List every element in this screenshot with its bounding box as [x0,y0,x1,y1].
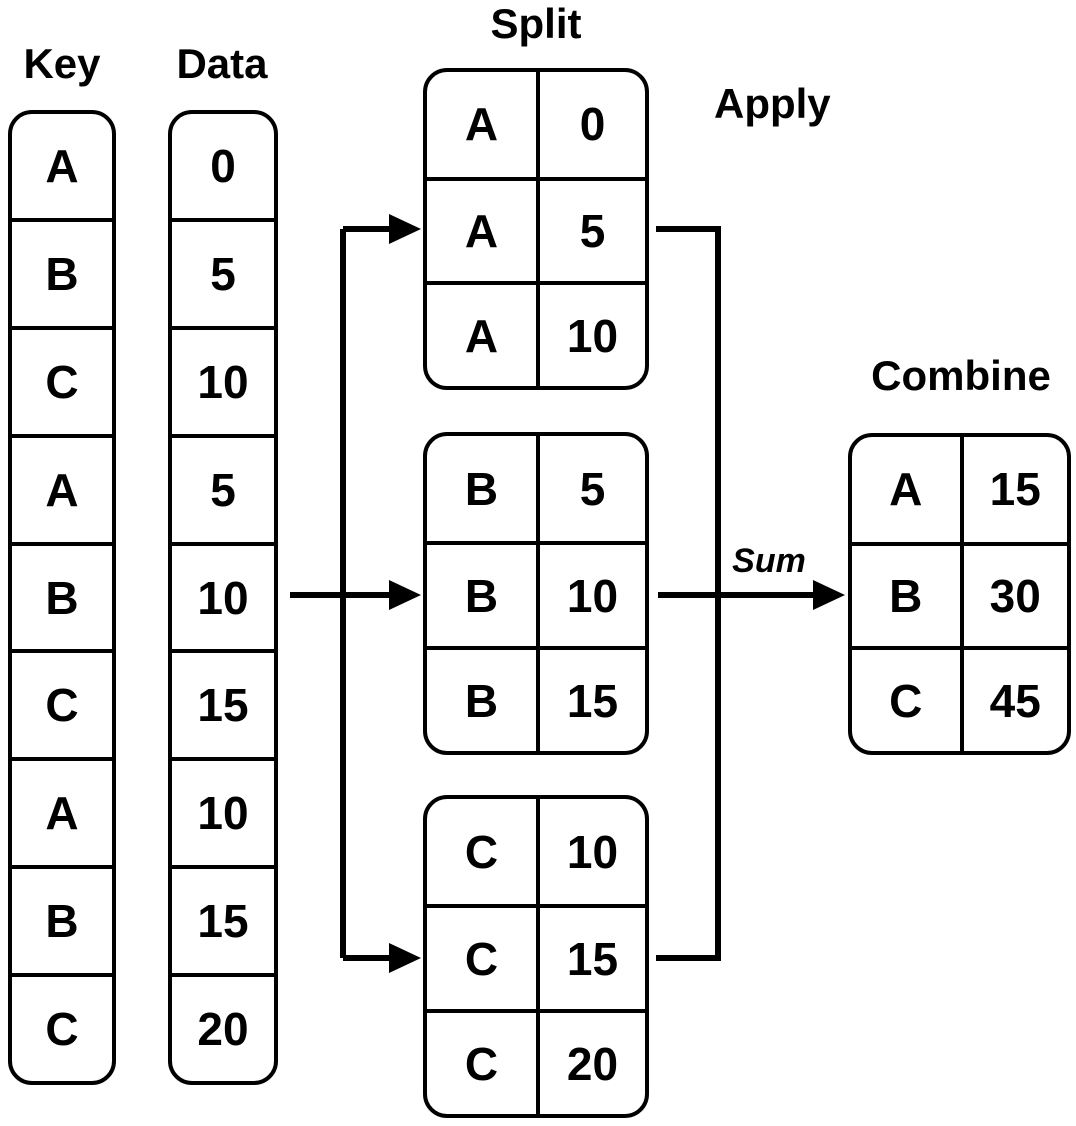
apply-stage-title: Apply [714,80,831,127]
key-column-title: Key [23,40,101,87]
arrowhead-split-a-icon [389,214,421,244]
split-group-b-table: B 5 B 10 B 15 [423,432,649,755]
split-cell-key: A [427,176,536,282]
split-cell-key: B [427,541,536,646]
combine-cell-key: C [852,646,960,751]
key-cell: C [12,973,112,1081]
key-cell: B [12,865,112,973]
split-cell-value: 0 [536,72,645,177]
data-cell: 15 [172,649,274,757]
key-cell: B [12,541,112,650]
key-cell: A [12,433,112,542]
key-cell: C [12,325,112,434]
key-cell: A [45,139,79,192]
data-column-title: Data [176,40,268,87]
split-cell-key: A [427,281,536,386]
combine-result-table: A 15 B 30 C 45 [848,433,1071,755]
data-cell: 15 [172,865,274,973]
arrowhead-split-c-icon [389,943,421,973]
split-cell-key: C [427,1009,536,1114]
split-cell-value: 5 [536,176,645,282]
data-cell: 20 [172,973,274,1081]
key-column-table: A B C A B C A B C [8,110,116,1085]
split-cell-value: 10 [536,541,645,646]
data-cell: 10 [172,541,274,650]
key-cell: B [12,217,112,326]
split-cell-key: B [464,462,499,515]
data-cell: 0 [210,139,236,192]
split-cell-value: 5 [536,436,645,541]
combine-cell-key: A [889,463,923,516]
combine-cell-value: 30 [959,541,1067,647]
split-cell-key: C [427,904,536,1009]
split-stage-title: Split [490,0,582,47]
split-cell-value: 15 [536,646,645,751]
combine-cell-value: 15 [959,437,1068,542]
split-cell-key: A [464,98,499,151]
arrowhead-combine-icon [813,580,845,610]
split-group-a-table: A 0 A 5 A 10 [423,68,649,390]
split-group-c-table: C 10 C 15 C 20 [423,795,649,1118]
combine-stage-title: Combine [871,352,1051,399]
split-cell-key: C [464,825,499,878]
split-cell-value: 10 [536,799,645,904]
combine-cell-key: B [852,541,960,647]
data-cell: 5 [172,217,274,326]
data-cell: 10 [172,325,274,434]
key-cell: A [12,757,112,865]
combine-cell-value: 45 [959,646,1067,751]
key-cell: C [12,649,112,757]
sum-operation-label: Sum [732,542,806,580]
arrowhead-split-b-icon [389,580,421,610]
data-cell: 10 [172,757,274,865]
split-cell-value: 20 [536,1009,645,1114]
data-column-table: 0 5 10 5 10 15 10 15 20 [168,110,278,1085]
split-cell-key: B [427,646,536,751]
data-cell: 5 [172,433,274,542]
split-cell-value: 15 [536,904,645,1009]
split-cell-value: 10 [536,281,645,386]
